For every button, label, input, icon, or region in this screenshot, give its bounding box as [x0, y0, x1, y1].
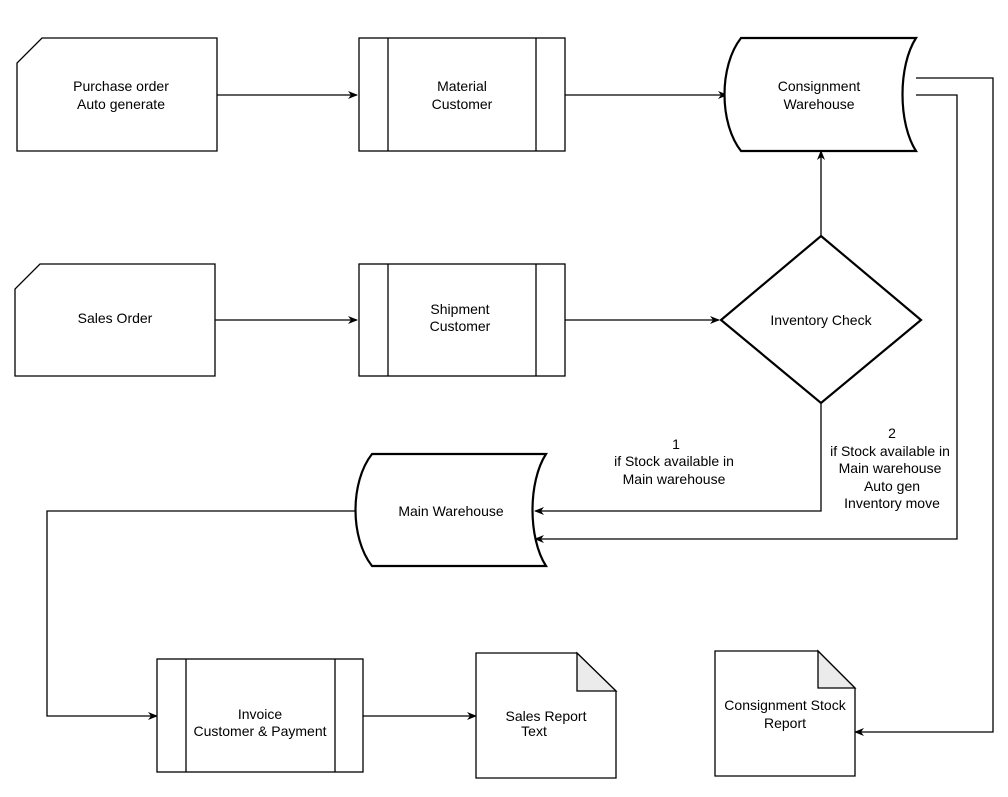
node-invoice[interactable]: Invoice Customer & Payment [156, 658, 364, 773]
edge-label-option-2-number: 2 [888, 425, 896, 441]
note-fold [576, 651, 618, 692]
stored-data-shape [354, 452, 549, 568]
node-sales-order-line1: Sales Order [78, 310, 153, 326]
process-shape [358, 37, 566, 152]
edge-label-option-1-text: if Stock available in [614, 453, 734, 469]
node-consignment-stock-report-line2: Report [764, 715, 806, 731]
stored-data-shape [723, 36, 919, 153]
node-invoice-line2: Customer & Payment [193, 723, 326, 739]
node-shipment-customer-line1: Shipment [430, 301, 489, 317]
node-consignment-stock-report[interactable]: Consignment Stock Report [714, 649, 857, 777]
edge-label-option-2-text: if Stock available in [830, 443, 950, 459]
process-shape [358, 263, 566, 377]
node-sales-report-line1: Sales Report [506, 708, 587, 724]
node-invoice-line1: Invoice [238, 706, 283, 722]
edge-label-option-1-number: 1 [672, 436, 680, 452]
edge-consignment-to-main-warehouse [534, 94, 958, 543]
edge-label-option-2: 2 if Stock available in Main warehouse A… [830, 425, 950, 511]
node-sales-report-line2: Text [521, 723, 547, 739]
process-shape [156, 658, 364, 773]
node-consignment-warehouse[interactable]: Consignment Warehouse [723, 36, 919, 153]
node-purchase-order-line2: Auto generate [77, 96, 165, 112]
node-shipment-customer-line2: Customer [430, 318, 491, 334]
node-sales-order[interactable]: Sales Order [14, 263, 216, 377]
decision-shape [719, 234, 923, 405]
edge-main-warehouse-to-invoice [46, 510, 357, 720]
node-consignment-warehouse-line1: Consignment [778, 78, 861, 94]
node-sales-report[interactable]: Sales Report Text [475, 651, 618, 779]
node-main-warehouse[interactable]: Main Warehouse [354, 452, 549, 568]
node-material-customer[interactable]: Material Customer [358, 37, 566, 152]
edge-consignment-to-stock-report [854, 77, 994, 736]
node-purchase-order-line1: Purchase order [73, 78, 169, 94]
card-shape [14, 263, 216, 377]
edge-label-option-2-text: Auto gen [864, 478, 920, 494]
edge-label-option-1: 1 if Stock available in Main warehouse [614, 436, 734, 487]
node-material-customer-line2: Customer [432, 96, 493, 112]
node-inventory-check[interactable]: Inventory Check [719, 234, 923, 405]
node-material-customer-line1: Material [437, 78, 487, 94]
edge-label-option-2-text: Main warehouse [839, 460, 942, 476]
card-shape [16, 37, 218, 152]
edge-label-option-2-text: Inventory move [844, 495, 940, 511]
node-shipment-customer[interactable]: Shipment Customer [358, 263, 566, 377]
node-main-warehouse-line1: Main Warehouse [398, 503, 504, 519]
note-fold [817, 649, 857, 689]
node-consignment-warehouse-line2: Warehouse [783, 96, 854, 112]
node-inventory-check-line1: Inventory Check [770, 312, 872, 328]
edge-inventory-to-main-warehouse [534, 403, 822, 515]
node-purchase-order[interactable]: Purchase order Auto generate [16, 37, 218, 152]
edge-label-option-1-text: Main warehouse [623, 471, 726, 487]
node-consignment-stock-report-line1: Consignment Stock [724, 697, 846, 713]
edges [46, 77, 994, 736]
